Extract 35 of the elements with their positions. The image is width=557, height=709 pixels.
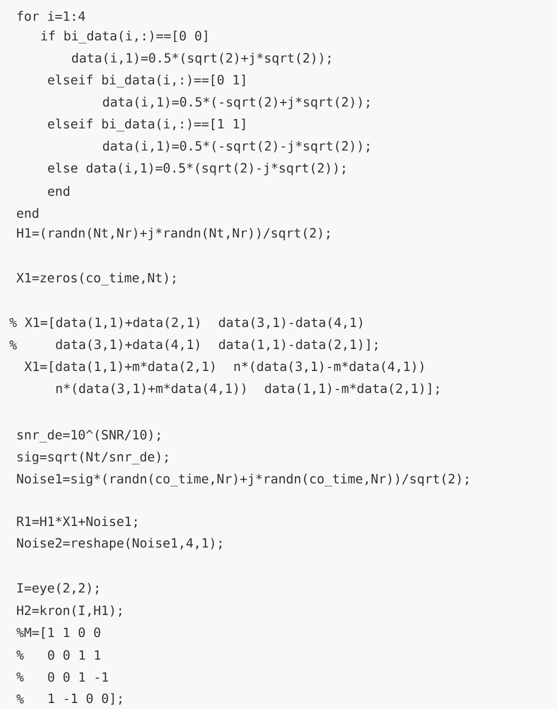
code-line: sig=sqrt(Nt/snr_de); (18, 452, 168, 464)
code-line: Noise2=reshape(Noise1,4,1); (17, 538, 222, 550)
code-line: data(i,1)=0.5*(-sqrt(2)+j*sqrt(2)); (103, 96, 369, 110)
code-line: 0 0 1 1 (48, 650, 100, 660)
code-line: elseif bi_data(i,:)==[0 1] (48, 74, 245, 88)
code-line: data(i,1)=0.5*(-sqrt(2)-j*sqrt(2)); (103, 140, 369, 154)
code-line: H1=(randn(Nt,Nr)+j*randn(Nt,Nr))/sqrt(2); (17, 228, 330, 240)
code-line: n*(data(3,1)-m*data(4,1)) (234, 361, 424, 373)
code-line: for i=1:4 (17, 11, 85, 21)
code-line: data(i,1)=0.5*(sqrt(2)+j*sqrt(2)); (72, 52, 330, 66)
code-line: R1=H1*X1+Noise1; (17, 516, 137, 528)
code-line: data(1,1)-m*data(2,1)]; (265, 383, 438, 395)
code-line: n*(data(3,1)+m*data(4,1)) (56, 383, 246, 395)
code-line: % (16, 694, 24, 704)
code-line: %M=[1 1 0 0 (16, 627, 100, 639)
code-line: if bi_data(i,:)==[0 0] (41, 30, 207, 44)
code-line: data(1,1)-data(2,1)]; (219, 339, 378, 351)
code-line: elseif bi_data(i,:)==[1 1] (48, 118, 245, 132)
code-line: % (16, 672, 24, 682)
code-line: % X1=[data(1,1)+data(2,1) (9, 317, 200, 329)
code-line: 1 -1 0 0]; (48, 693, 122, 705)
code-line: 0 0 1 -1 (48, 672, 108, 682)
code-line: % (16, 650, 24, 660)
code-line: data(3,1)-data(4,1) (219, 317, 362, 329)
code-line: end (17, 208, 38, 218)
code-line: end (48, 186, 70, 196)
code-line: snr_de=10^(SNR/10); (18, 430, 160, 442)
code-line: H2=kron(I,H1); (17, 605, 122, 617)
code-line: X1=zeros(co_time,Nt); (16, 272, 176, 286)
code-line: data(3,1)+data(4,1) (56, 339, 199, 351)
code-line: Noise1=sig*(randn(co_time,Nr)+j*randn(co_time,Nr))/sqrt(2); (17, 474, 468, 486)
code-line: I=eye(2,2); (18, 582, 98, 596)
code-line: % (9, 340, 17, 350)
code-line: X1=[data(1,1)+m*data(2,1) (24, 361, 214, 373)
code-line: else data(i,1)=0.5*(sqrt(2)-j*sqrt(2)); (48, 162, 345, 176)
